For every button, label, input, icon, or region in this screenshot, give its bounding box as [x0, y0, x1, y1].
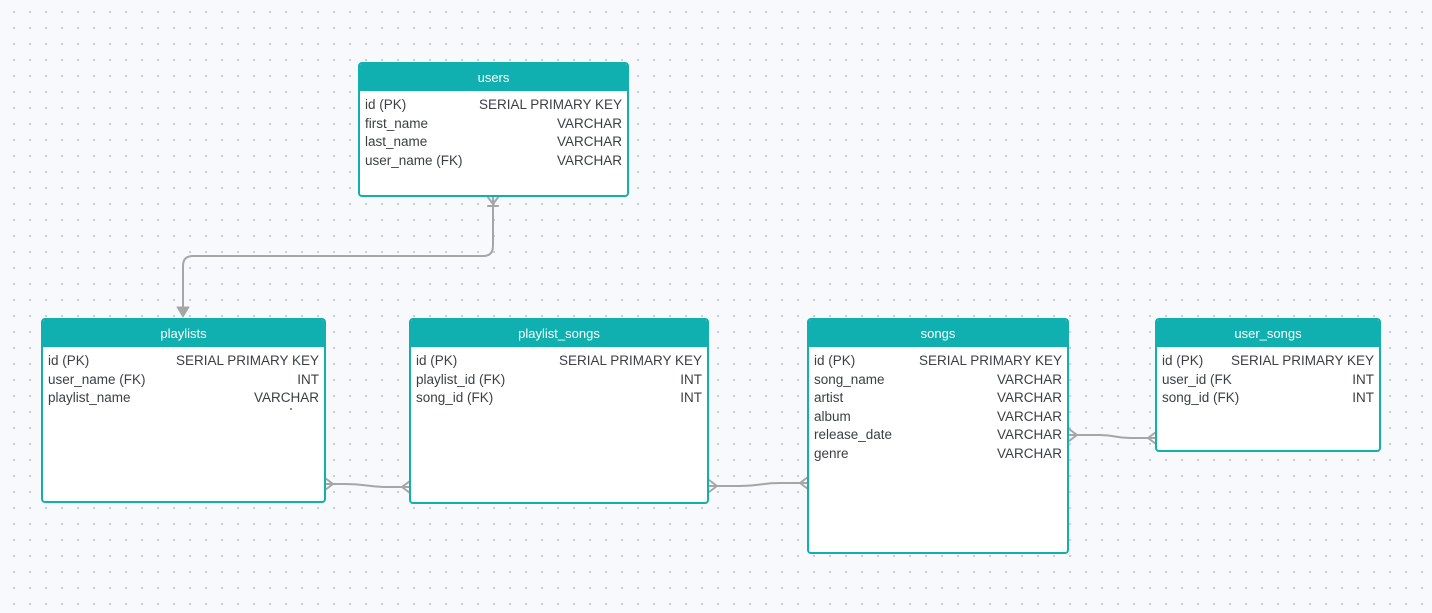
field-row[interactable]: id (PK) SERIAL PRIMARY KEY [814, 352, 1062, 371]
field-name: playlist_id (FK) [416, 371, 506, 387]
field-row[interactable]: artist VARCHAR [814, 389, 1062, 408]
crowfoot-playlist-songs-right-end [708, 479, 718, 493]
field-name: album [814, 408, 851, 424]
field-name: playlist_name [48, 390, 131, 405]
field-type: INT [680, 371, 702, 387]
crowfoot-user-songs-end [1147, 431, 1157, 445]
field-row[interactable]: release_date VARCHAR [814, 426, 1062, 445]
field-row[interactable]: id (PK) SERIAL PRIMARY KEY [416, 352, 702, 371]
field-type: VARCHAR [253, 390, 319, 405]
crowfoot-playlists-end [324, 477, 334, 491]
field-type: VARCHAR [996, 427, 1062, 442]
field-name: id (PK) [48, 353, 90, 368]
field-row[interactable]: last_name VARCHAR [365, 133, 622, 152]
field-row[interactable]: song_id (FK) INT [1162, 389, 1374, 408]
field-row[interactable]: song_id (FK) INT [416, 389, 702, 408]
entity-playlist-songs[interactable]: playlist_songs id (PK) SERIAL PRIMARY KEY… [409, 318, 709, 504]
field-name: id (PK) [1162, 353, 1204, 368]
field-row[interactable]: user_name (FK) VARCHAR [365, 152, 622, 171]
field-type: VARCHAR [996, 371, 1062, 387]
connector-playlists-playlist-songs[interactable] [324, 483, 411, 488]
field-row[interactable]: id (PK) SERIAL PRIMARY KEY [365, 96, 622, 115]
entity-title: songs [809, 320, 1067, 347]
connector-songs-user-songs[interactable] [1068, 434, 1157, 439]
field-list: id (PK) SERIAL PRIMARY KEY user_id (FK INT… [1157, 347, 1379, 408]
field-name: id (PK) [814, 353, 856, 368]
stray-dot [290, 408, 292, 410]
entity-title: playlists [43, 320, 324, 347]
field-row[interactable]: user_name (FK) INT [48, 371, 319, 390]
field-type: VARCHAR [996, 408, 1062, 424]
entity-playlists[interactable]: playlists id (PK) SERIAL PRIMARY KEY user… [41, 318, 326, 503]
field-type: SERIAL PRIMARY KEY [918, 353, 1062, 368]
field-list: id (PK) SERIAL PRIMARY KEY user_name (FK)… [43, 347, 324, 408]
field-row[interactable]: first_name VARCHAR [365, 115, 622, 134]
field-row[interactable]: playlist_id (FK) INT [416, 371, 702, 390]
field-type: INT [1352, 371, 1374, 387]
field-type: SERIAL PRIMARY KEY [478, 97, 622, 112]
field-name: song_name [814, 371, 885, 387]
field-name: artist [814, 390, 844, 405]
field-name: song_id (FK) [416, 390, 494, 405]
field-row[interactable]: album VARCHAR [814, 408, 1062, 427]
entity-title: user_songs [1157, 320, 1379, 347]
field-type: INT [1352, 390, 1374, 405]
field-name: user_name (FK) [48, 371, 146, 387]
field-row[interactable]: id (PK) SERIAL PRIMARY KEY [1162, 352, 1374, 371]
field-row[interactable]: song_name VARCHAR [814, 371, 1062, 390]
field-name: user_id (FK [1162, 371, 1232, 387]
field-type: VARCHAR [556, 134, 622, 149]
crowfoot-songs-right-end [1068, 428, 1078, 442]
crowfoot-users-end [486, 195, 500, 207]
field-type: SERIAL PRIMARY KEY [558, 353, 702, 368]
field-type: VARCHAR [996, 390, 1062, 405]
field-type: VARCHAR [556, 115, 622, 131]
entity-title: users [360, 64, 627, 91]
field-row[interactable]: playlist_name VARCHAR [48, 389, 319, 408]
field-name: song_id (FK) [1162, 390, 1240, 405]
connector-users-playlists[interactable] [182, 195, 494, 307]
entity-songs[interactable]: songs id (PK) SERIAL PRIMARY KEY song_nam… [807, 318, 1069, 554]
field-type: SERIAL PRIMARY KEY [1230, 353, 1374, 368]
crowfoot-songs-left-end [799, 476, 809, 490]
entity-users[interactable]: users id (PK) SERIAL PRIMARY KEY first_na… [358, 62, 629, 197]
field-row[interactable]: genre VARCHAR [814, 445, 1062, 464]
crowfoot-playlist-songs-left-end [401, 480, 411, 494]
field-name: user_name (FK) [365, 152, 463, 168]
arrowhead-playlists-end [176, 306, 190, 318]
field-list: id (PK) SERIAL PRIMARY KEY playlist_id (F… [411, 347, 707, 408]
field-name: id (PK) [416, 353, 458, 368]
entity-title: playlist_songs [411, 320, 707, 347]
field-name: release_date [814, 427, 893, 442]
field-type: INT [680, 390, 702, 405]
field-name: genre [814, 445, 849, 461]
connector-playlist-songs-songs[interactable] [708, 482, 809, 487]
field-row[interactable]: id (PK) SERIAL PRIMARY KEY [48, 352, 319, 371]
field-type: VARCHAR [556, 152, 622, 168]
field-type: VARCHAR [996, 445, 1062, 461]
field-name: last_name [365, 134, 428, 149]
field-type: INT [297, 371, 319, 387]
field-row[interactable]: user_id (FK INT [1162, 371, 1374, 390]
entity-user-songs[interactable]: user_songs id (PK) SERIAL PRIMARY KEY use… [1155, 318, 1381, 452]
field-name: first_name [365, 115, 429, 131]
field-name: id (PK) [365, 97, 407, 112]
field-type: SERIAL PRIMARY KEY [175, 353, 319, 368]
